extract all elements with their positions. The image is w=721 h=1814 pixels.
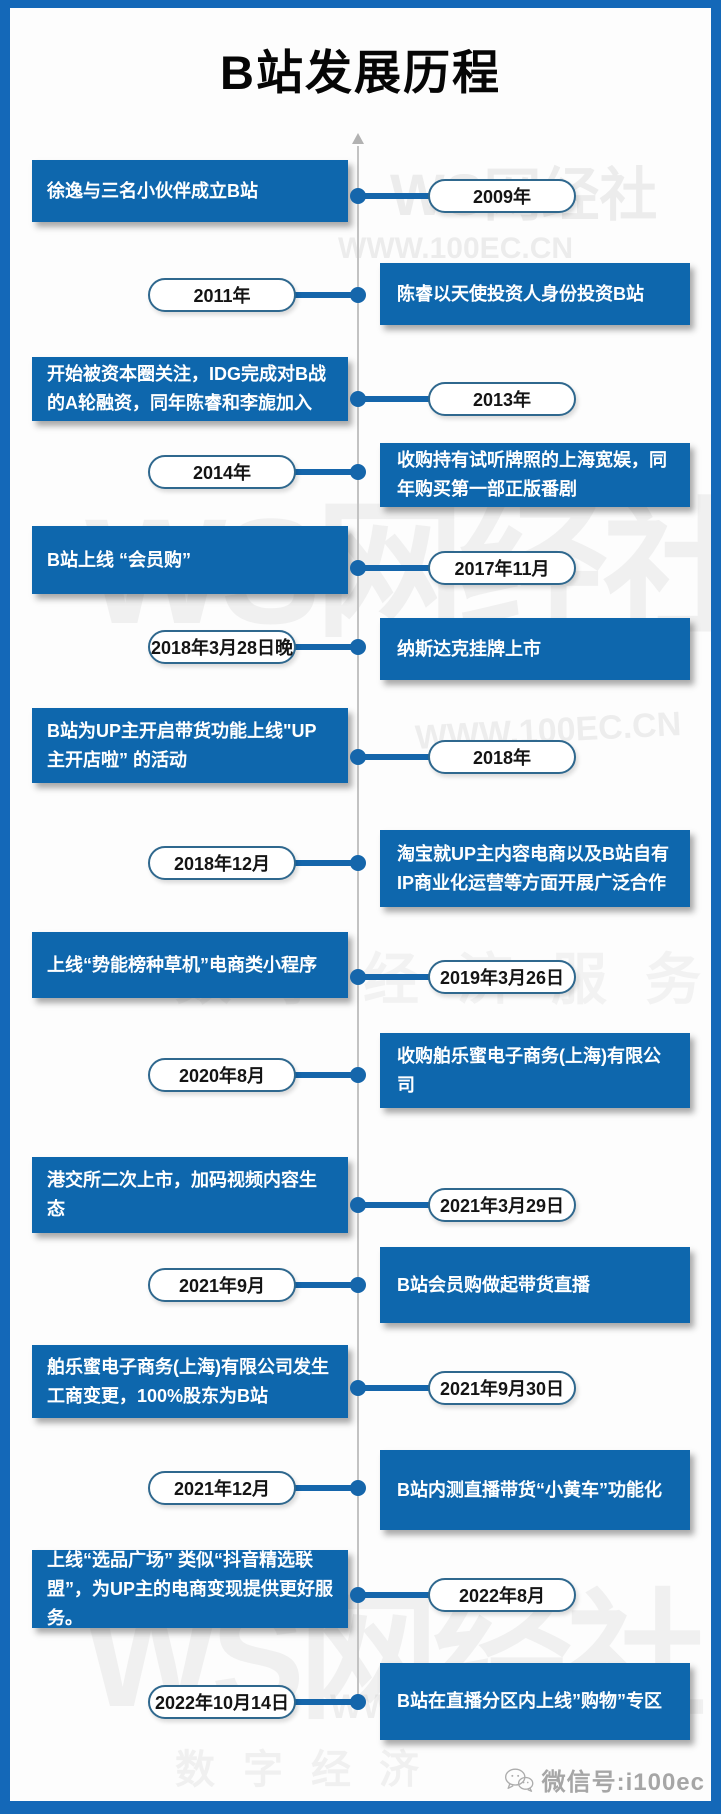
connector-line [358,1592,430,1598]
event-box: 陈睿以天使投资人身份投资B站 [380,263,690,325]
connector-line [358,1385,430,1391]
event-box: 港交所二次上市，加码视频内容生态 [32,1157,348,1233]
watermark-url: WWW.100EC.CN [338,232,574,265]
event-box: 徐逸与三名小伙伴成立B站 [32,160,348,222]
connector-line [294,1485,358,1491]
connector-line [358,974,430,980]
event-box: 上线“选品广场” 类似“抖音精选联盟”，为UP主的电商变现提供更好服务。 [32,1550,348,1628]
timeline-dot [350,1480,366,1496]
footer: 微信号:i100ec [504,1762,705,1797]
watermark-slogan: 数字经济 [175,1748,447,1792]
timeline-arrow-icon [352,133,364,144]
year-pill: 2019年3月26日 [428,960,576,994]
year-pill: 2020年8月 [148,1058,296,1092]
event-box: B站上线 “会员购” [32,526,348,594]
timeline-dot [350,560,366,576]
timeline-dot [350,1587,366,1603]
connector-line [358,396,430,402]
connector-line [294,1699,358,1705]
event-box: 收购舶乐蜜电子商务(上海)有限公司 [380,1033,690,1108]
timeline-dot [350,1067,366,1083]
event-box: B站内测直播带货“小黄车”功能化 [380,1450,690,1530]
year-pill: 2013年 [428,382,576,416]
year-pill: 2021年3月29日 [428,1188,576,1222]
connector-line [294,644,358,650]
event-box: 上线“势能榜种草机”电商类小程序 [32,932,348,998]
timeline-dot [350,391,366,407]
connector-line [358,754,430,760]
year-pill: 2009年 [428,179,576,213]
event-box: 舶乐蜜电子商务(上海)有限公司发生工商变更，100%股东为B站 [32,1345,348,1418]
timeline-dot [350,1694,366,1710]
timeline-dot [350,1277,366,1293]
event-box: 纳斯达克挂牌上市 [380,618,690,680]
timeline-dot [350,749,366,765]
connector-line [294,860,358,866]
connector-line [358,565,430,571]
connector-line [294,1282,358,1288]
year-pill: 2022年10月14日 [148,1685,296,1719]
event-box: B站会员购做起带货直播 [380,1247,690,1323]
timeline-dot [350,639,366,655]
timeline-dot [350,855,366,871]
wechat-id-label: 微信号:i100ec [541,1769,705,1796]
timeline-dot [350,287,366,303]
year-pill: 2017年11月 [428,551,576,585]
event-box: B站在直播分区内上线”购物”专区 [380,1663,690,1740]
year-pill: 2011年 [148,278,296,312]
year-pill: 2018年 [428,740,576,774]
event-box: B站为UP主开启带货功能上线"UP主开店啦” 的活动 [32,708,348,783]
year-pill: 2021年9月 [148,1268,296,1302]
connector-line [358,193,430,199]
event-box: 淘宝就UP主内容电商以及B站自有IP商业化运营等方面开展广泛合作 [380,830,690,907]
page-title: B站发展历程 [220,46,501,99]
timeline-dot [350,1197,366,1213]
year-pill: 2018年3月28日晚 [148,630,296,664]
timeline-dot [350,1380,366,1396]
connector-line [294,469,358,475]
timeline-dot [350,464,366,480]
year-pill: 2014年 [148,455,296,489]
event-box: 开始被资本圈关注，IDG完成对B战的A轮融资，同年陈睿和李旎加入 [32,357,348,421]
year-pill: 2021年9月30日 [428,1371,576,1405]
event-box: 收购持有试听牌照的上海宽娱，同年购买第一部正版番剧 [380,443,690,507]
timeline-dot [350,188,366,204]
year-pill: 2021年12月 [148,1471,296,1505]
year-pill: 2018年12月 [148,846,296,880]
connector-line [294,1072,358,1078]
connector-line [358,1202,430,1208]
timeline-axis [357,146,359,1704]
year-pill: 2022年8月 [428,1578,576,1612]
timeline-dot [350,969,366,985]
wechat-icon [504,1767,534,1793]
connector-line [294,292,358,298]
